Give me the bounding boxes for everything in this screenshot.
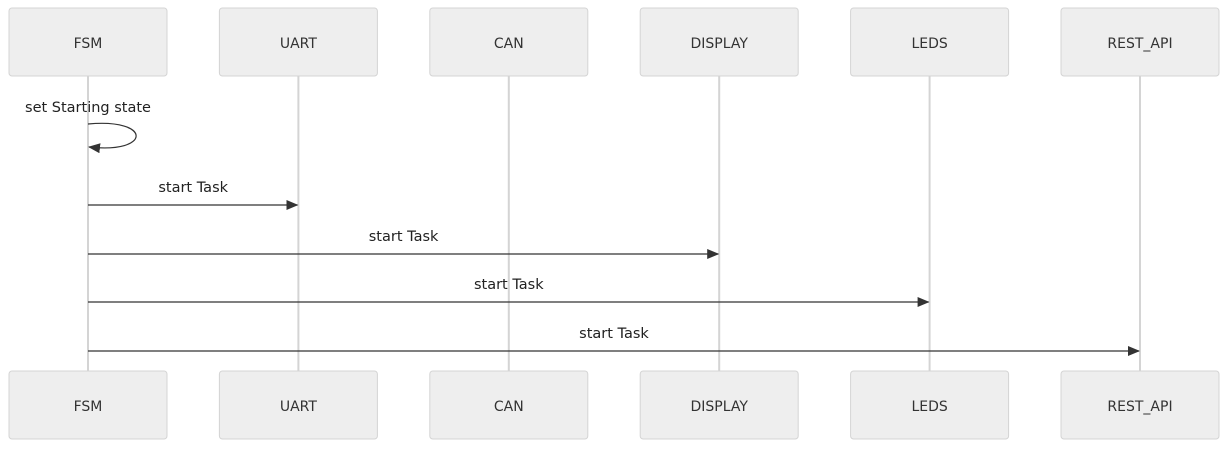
actor-top-display: DISPLAY xyxy=(639,7,799,77)
message-label: start Task xyxy=(474,277,544,293)
actor-label: FSM xyxy=(74,399,103,415)
actor-bottom-fsm: FSM xyxy=(8,370,168,440)
actor-box xyxy=(429,370,589,440)
message-1: start Task xyxy=(88,180,299,210)
message-label: start Task xyxy=(579,326,649,342)
actor-box xyxy=(218,7,378,77)
actor-box xyxy=(639,370,799,440)
actor-label: REST_API xyxy=(1107,399,1172,415)
actor-label: UART xyxy=(280,36,318,52)
actor-label: FSM xyxy=(74,36,103,52)
message-0: set Starting state xyxy=(25,100,151,154)
actor-bottom-uart: UART xyxy=(218,370,378,440)
actor-box xyxy=(8,7,168,77)
actor-box xyxy=(639,7,799,77)
actor-box xyxy=(218,370,378,440)
actor-label: DISPLAY xyxy=(690,36,748,52)
actor-box xyxy=(429,7,589,77)
message-4: start Task xyxy=(88,326,1140,356)
message-label: start Task xyxy=(369,229,439,245)
actor-bottom-leds: LEDS xyxy=(850,370,1010,440)
actor-box xyxy=(850,7,1010,77)
self-message-arrow xyxy=(87,122,137,154)
message-label: set Starting state xyxy=(25,100,151,116)
actor-label: CAN xyxy=(494,399,524,415)
actor-box xyxy=(1060,370,1220,440)
actor-top-rest_api: REST_API xyxy=(1060,7,1220,77)
actor-bottom-display: DISPLAY xyxy=(639,370,799,440)
actor-label: CAN xyxy=(494,36,524,52)
actor-bottom-can: CAN xyxy=(429,370,589,440)
actor-label: LEDS xyxy=(911,36,947,52)
actor-box xyxy=(850,370,1010,440)
actor-box xyxy=(8,370,168,440)
actor-label: LEDS xyxy=(911,399,947,415)
actor-top-can: CAN xyxy=(429,7,589,77)
actor-bottom-rest_api: REST_API xyxy=(1060,370,1220,440)
actor-top-fsm: FSM xyxy=(8,7,168,77)
message-3: start Task xyxy=(88,277,930,307)
message-label: start Task xyxy=(158,180,228,196)
actor-label: DISPLAY xyxy=(690,399,748,415)
actor-top-leds: LEDS xyxy=(850,7,1010,77)
actor-label: REST_API xyxy=(1107,36,1172,52)
actor-box xyxy=(1060,7,1220,77)
actor-label: UART xyxy=(280,399,318,415)
message-2: start Task xyxy=(88,229,720,259)
actor-top-uart: UART xyxy=(218,7,378,77)
